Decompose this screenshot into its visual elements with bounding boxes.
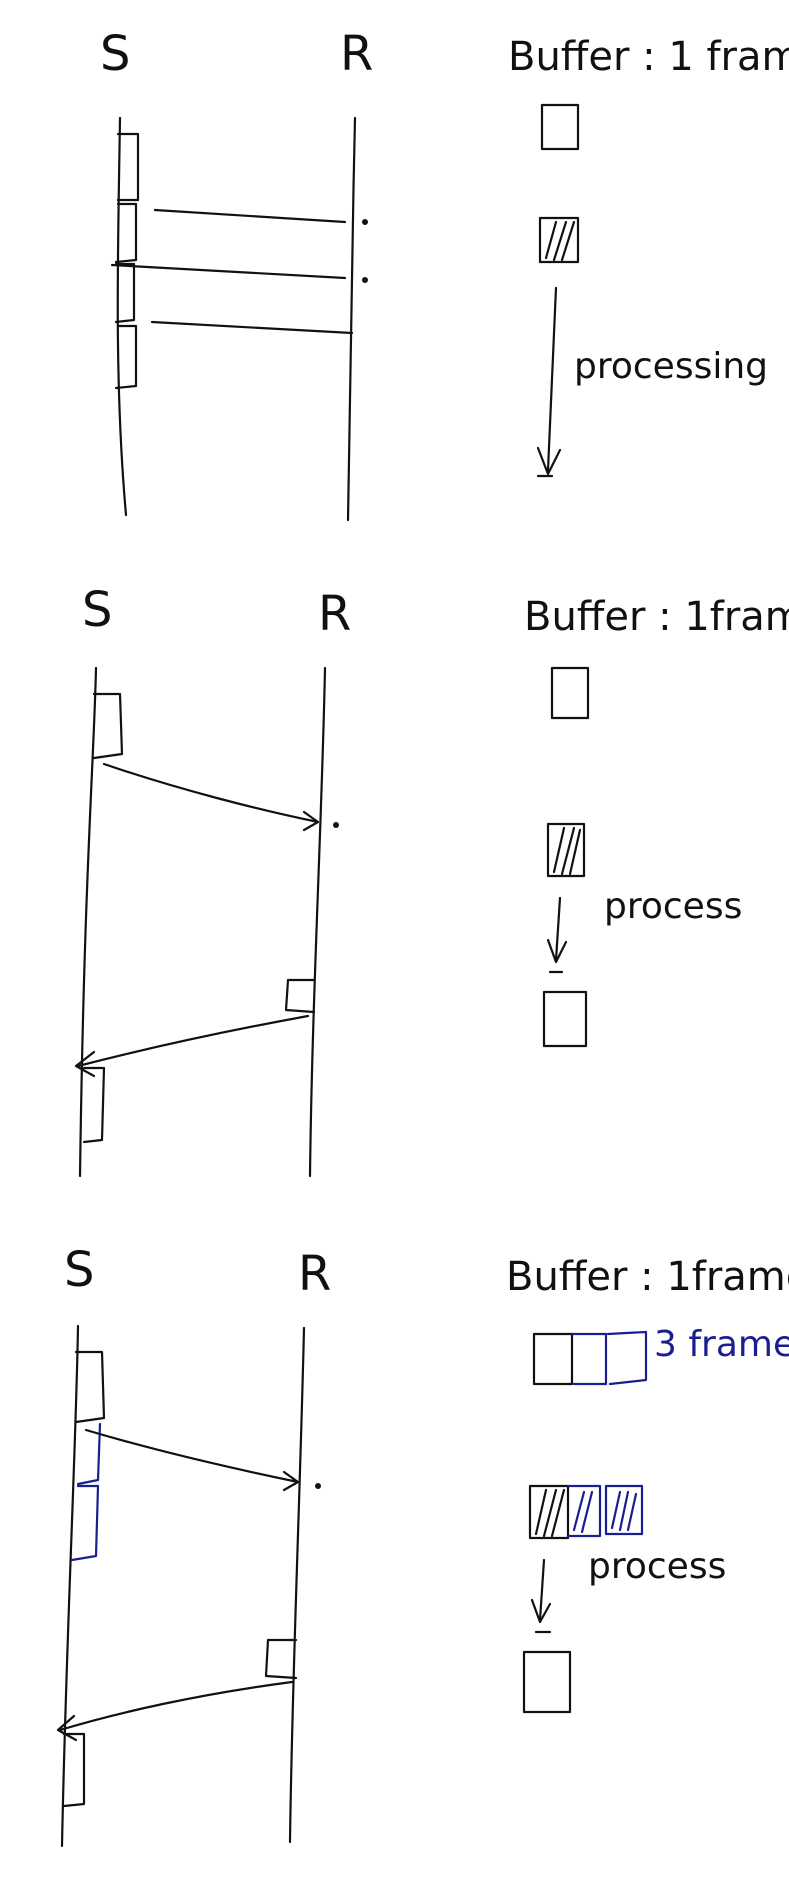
receiver-timeline bbox=[308, 666, 327, 1178]
arrival-dot bbox=[333, 822, 339, 828]
buffer-slot-2 bbox=[570, 1332, 608, 1386]
sender-frame-in bbox=[62, 1732, 86, 1808]
buffer-label: Buffer : 1 frame bbox=[508, 34, 789, 80]
sender-timeline bbox=[60, 1324, 80, 1848]
receiver-timeline bbox=[288, 1326, 306, 1844]
diagram-2: S R Buffer : 1frame process bbox=[74, 582, 789, 1178]
buffer-slot-1 bbox=[532, 1332, 574, 1386]
sender-frame-1 bbox=[116, 132, 140, 202]
process-label: process bbox=[588, 1546, 726, 1587]
process-arrow bbox=[546, 896, 568, 964]
sender-frame-4 bbox=[114, 324, 138, 390]
arrival-dot-1 bbox=[362, 219, 368, 225]
buffer-empty-after bbox=[522, 1650, 572, 1714]
buffer-label: Buffer : 1frame bbox=[524, 594, 789, 640]
sender-timeline bbox=[78, 666, 98, 1178]
buffer-empty-after bbox=[542, 990, 588, 1048]
receiver-ack-frame bbox=[264, 1638, 298, 1680]
receiver-timeline bbox=[346, 116, 357, 522]
receiver-label: R bbox=[298, 1246, 331, 1302]
sender-frame-extra-1 bbox=[76, 1422, 102, 1486]
transmission-frame bbox=[102, 762, 320, 832]
transmission-2 bbox=[110, 263, 347, 280]
arrival-dot bbox=[315, 1483, 321, 1489]
processing-arrow bbox=[536, 286, 562, 476]
transmission-1 bbox=[153, 208, 347, 224]
diagram-3: S R Buffer : 1frame 3 frames bbox=[56, 1242, 789, 1848]
diagram-1: S R Buffer : 1 frame processing bbox=[100, 26, 789, 522]
buffer-label: Buffer : 1frame bbox=[506, 1254, 789, 1300]
buffer-full bbox=[538, 216, 580, 264]
buffer-empty bbox=[550, 666, 590, 720]
buffer-empty bbox=[540, 103, 580, 151]
ack-transmission bbox=[74, 1014, 310, 1078]
transmission-3 bbox=[150, 320, 354, 335]
sender-frame-3 bbox=[114, 262, 136, 324]
buffer-slot-3 bbox=[606, 1330, 648, 1386]
arrival-dot-2 bbox=[362, 277, 368, 283]
sender-frame-out bbox=[92, 692, 124, 760]
receiver-label: R bbox=[318, 586, 351, 642]
sender-label: S bbox=[100, 26, 130, 82]
sender-timeline bbox=[116, 116, 128, 517]
process-label: process bbox=[604, 886, 742, 927]
ack-transmission bbox=[56, 1680, 294, 1742]
process-arrow bbox=[530, 1558, 552, 1624]
sender-label: S bbox=[82, 582, 112, 638]
buffer-full bbox=[546, 822, 586, 878]
sender-frame-in bbox=[82, 1066, 106, 1144]
receiver-ack-frame bbox=[284, 978, 316, 1014]
buffer-full bbox=[528, 1484, 644, 1540]
buffer-note: 3 frames bbox=[654, 1324, 789, 1365]
transmission-frame bbox=[84, 1428, 300, 1492]
sender-frame-extra-2 bbox=[70, 1484, 100, 1562]
processing-label: processing bbox=[574, 346, 768, 387]
sender-frame-2 bbox=[114, 202, 138, 264]
sender-frame-out bbox=[74, 1350, 106, 1424]
receiver-label: R bbox=[340, 26, 373, 82]
sender-label: S bbox=[64, 1242, 94, 1298]
